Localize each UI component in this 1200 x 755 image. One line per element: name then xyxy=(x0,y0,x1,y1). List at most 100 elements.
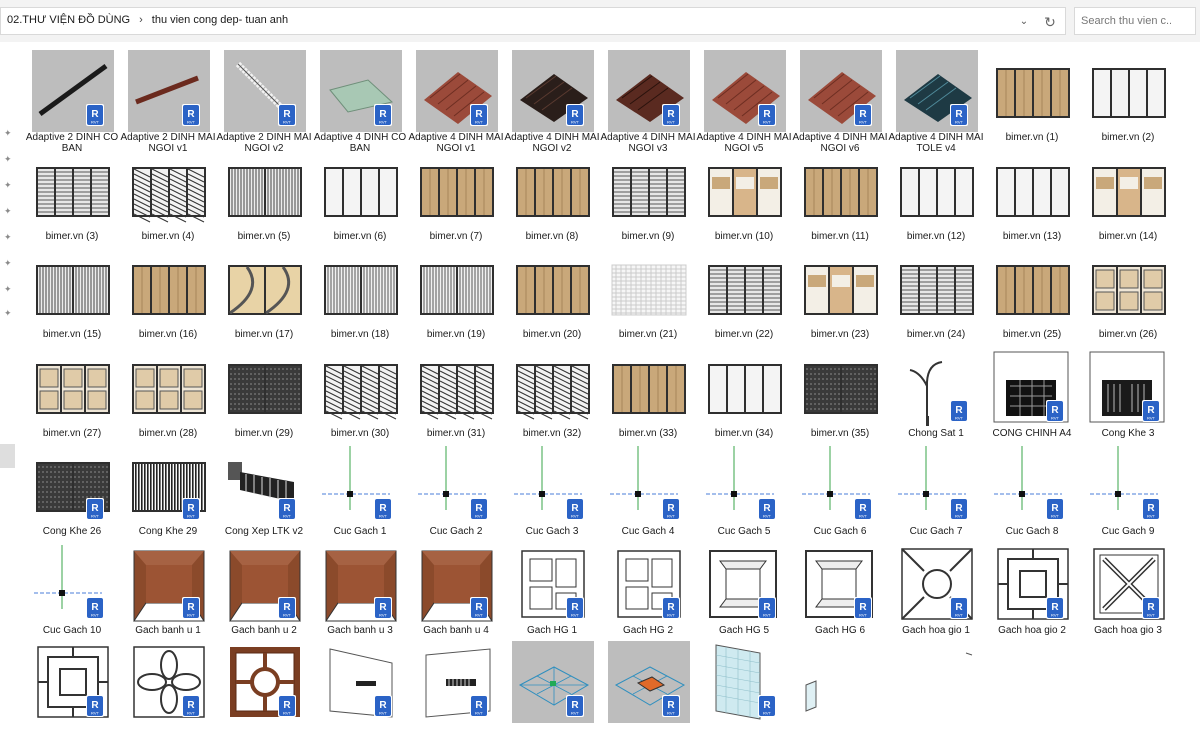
badge-subtext: RVT xyxy=(475,711,483,716)
file-item[interactable]: bimer.vn (20) xyxy=(504,241,600,340)
file-item[interactable]: bimer.vn (23) xyxy=(792,241,888,340)
file-item[interactable]: bimer.vn (17) xyxy=(216,241,312,340)
file-item[interactable]: bimer.vn (30) xyxy=(312,340,408,439)
refresh-icon[interactable]: ↻ xyxy=(1044,14,1056,30)
file-item[interactable]: bimer.vn (4) xyxy=(120,143,216,242)
pin-icon[interactable]: ✦ xyxy=(4,258,12,268)
file-item[interactable]: bimer.vn (21) xyxy=(600,241,696,340)
chevron-down-icon[interactable]: ⌄ xyxy=(1019,16,1029,27)
file-item[interactable]: bimer.vn (19) xyxy=(408,241,504,340)
breadcrumb-folder-current[interactable]: thu vien cong dep- tuan anh xyxy=(151,14,289,26)
file-item[interactable]: bimer.vn (12) xyxy=(888,143,984,242)
file-item[interactable]: bimer.vn (11) xyxy=(792,143,888,242)
file-item[interactable]: bimer.vn (34) xyxy=(696,340,792,439)
file-item[interactable]: bimer.vn (26) xyxy=(1080,241,1176,340)
file-item[interactable] xyxy=(792,635,888,733)
search-input[interactable] xyxy=(1075,8,1171,34)
pin-icon[interactable]: ✦ xyxy=(4,206,12,216)
file-item[interactable]: bimer.vn (33) xyxy=(600,340,696,439)
file-item[interactable]: bimer.vn (25) xyxy=(984,241,1080,340)
file-item[interactable]: bimer.vn (8) xyxy=(504,143,600,242)
file-item[interactable]: bimer.vn (1) xyxy=(984,44,1080,143)
badge-letter: R xyxy=(763,602,771,613)
file-item[interactable]: bimer.vn (16) xyxy=(120,241,216,340)
file-item[interactable]: bimer.vn (29) xyxy=(216,340,312,439)
file-item[interactable]: bimer.vn (32) xyxy=(504,340,600,439)
file-item[interactable]: bimer.vn (22) xyxy=(696,241,792,340)
pin-icon[interactable]: ✦ xyxy=(4,284,12,294)
file-item[interactable]: bimer.vn (10) xyxy=(696,143,792,242)
file-item[interactable]: bimer.vn (31) xyxy=(408,340,504,439)
file-item[interactable]: bimer.vn (2) xyxy=(1080,44,1176,143)
file-item[interactable]: bimer.vn (27) xyxy=(24,340,120,439)
pin-icon[interactable]: ✦ xyxy=(4,180,12,190)
file-item[interactable]: bimer.vn (28) xyxy=(120,340,216,439)
file-item[interactable]: bimer.vn (18) xyxy=(312,241,408,340)
file-item[interactable]: bimer.vn (35) xyxy=(792,340,888,439)
file-item[interactable]: bimer.vn (24) xyxy=(888,241,984,340)
breadcrumb-folder-thu-vien[interactable]: 02.THƯ VIỆN ĐỒ DÙNG xyxy=(7,14,131,26)
file-item[interactable]: bimer.vn (7) xyxy=(408,143,504,242)
file-item[interactable]: bimer.vn (6) xyxy=(312,143,408,242)
breadcrumb-chevron-icon[interactable]: › xyxy=(139,14,143,26)
pin-icon[interactable]: ✦ xyxy=(4,232,12,242)
file-item[interactable] xyxy=(888,635,984,733)
file-item[interactable]: bimer.vn (5) xyxy=(216,143,312,242)
file-item[interactable]: bimer.vn (3) xyxy=(24,143,120,242)
file-item[interactable]: bimer.vn (15) xyxy=(24,241,120,340)
file-item[interactable]: bimer.vn (13) xyxy=(984,143,1080,242)
pin-icon[interactable]: ✦ xyxy=(4,308,12,318)
address-bar[interactable]: 02.THƯ VIỆN ĐỒ DÙNG › thu vien cong dep-… xyxy=(0,7,1066,35)
pin-icon[interactable]: ✦ xyxy=(4,128,12,138)
file-item[interactable]: bimer.vn (14) xyxy=(1080,143,1176,242)
nav-selected-item[interactable] xyxy=(0,444,15,468)
file-item[interactable]: bimer.vn (9) xyxy=(600,143,696,242)
pin-icon[interactable]: ✦ xyxy=(4,154,12,164)
